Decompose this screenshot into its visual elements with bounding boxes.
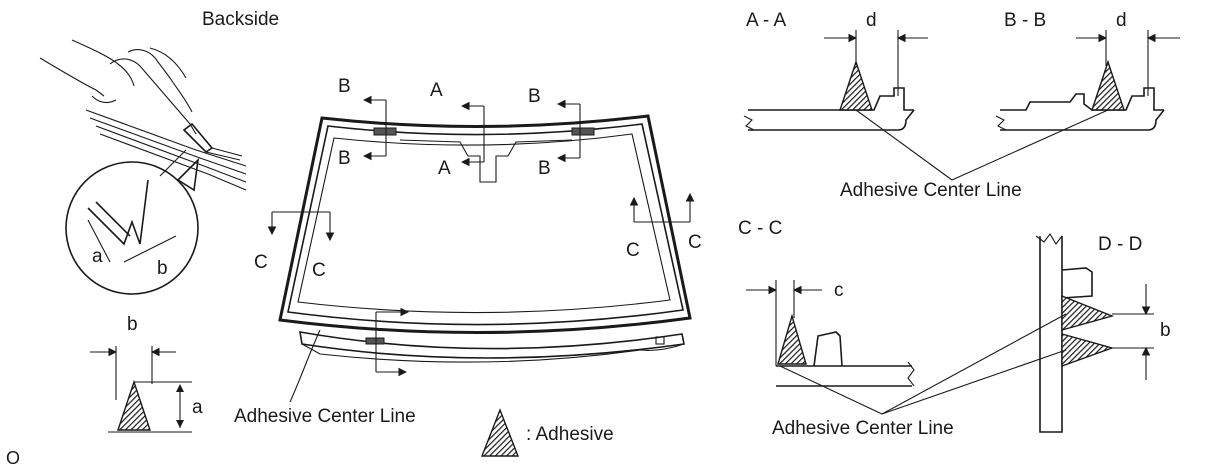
- section-b-b: B - B d: [995, 10, 1180, 131]
- cut-a-bottom: A: [438, 158, 451, 179]
- section-dd-dim-b: b: [1160, 320, 1171, 341]
- cd-adhesive-center-line-label: Adhesive Center Line: [772, 418, 954, 439]
- application-detail: Backside a b: [6, 9, 279, 468]
- bead-magnifier: a b: [65, 157, 200, 295]
- section-aa-dim-d: d: [866, 10, 877, 31]
- hand-applicator-illustration: [39, 39, 247, 191]
- ab-center-line-leaders: Adhesive Center Line: [840, 109, 1109, 201]
- adhesive-legend-text: : Adhesive: [526, 424, 614, 445]
- adhesive-legend: : Adhesive: [480, 408, 614, 457]
- cut-c-right-inner: C: [626, 240, 640, 261]
- cut-c-left-outer: C: [254, 252, 268, 273]
- bead-dimension-detail: b a: [90, 314, 203, 433]
- cut-a-top: A: [430, 80, 443, 101]
- ab-adhesive-center-line-label: Adhesive Center Line: [840, 180, 1022, 201]
- corner-code: O: [6, 448, 20, 468]
- cut-b-left-bottom: B: [338, 148, 351, 169]
- section-cc-title: C - C: [738, 218, 782, 239]
- bead-dim-b-label: b: [127, 314, 138, 335]
- section-dd-title: D - D: [1098, 234, 1142, 255]
- cut-b-right-top: B: [528, 86, 541, 107]
- section-a-a: A - A d: [743, 10, 928, 131]
- windshield-front-view: A A B B B B C C C C Adhesive Center Line: [234, 76, 702, 457]
- backside-label: Backside: [202, 9, 279, 30]
- section-cc-dim-c: c: [834, 280, 844, 301]
- magnifier-dim-b: b: [157, 258, 168, 279]
- section-c-c: C - C c: [738, 218, 915, 387]
- section-aa-title: A - A: [746, 10, 786, 31]
- section-bb-title: B - B: [1004, 10, 1046, 31]
- bead-dim-a-label: a: [192, 397, 203, 418]
- cut-c-right-outer: C: [688, 232, 702, 253]
- magnifier-dim-a: a: [92, 246, 103, 267]
- cut-c-left-inner: C: [312, 260, 326, 281]
- windshield-adhesive-center-line-label: Adhesive Center Line: [234, 406, 416, 427]
- section-bb-dim-d: d: [1116, 10, 1127, 31]
- cut-b-right-bottom: B: [538, 158, 551, 179]
- cut-b-left-top: B: [338, 76, 351, 97]
- section-d-d: D - D b: [1035, 233, 1171, 433]
- cd-center-line-leaders: Adhesive Center Line: [772, 313, 1067, 439]
